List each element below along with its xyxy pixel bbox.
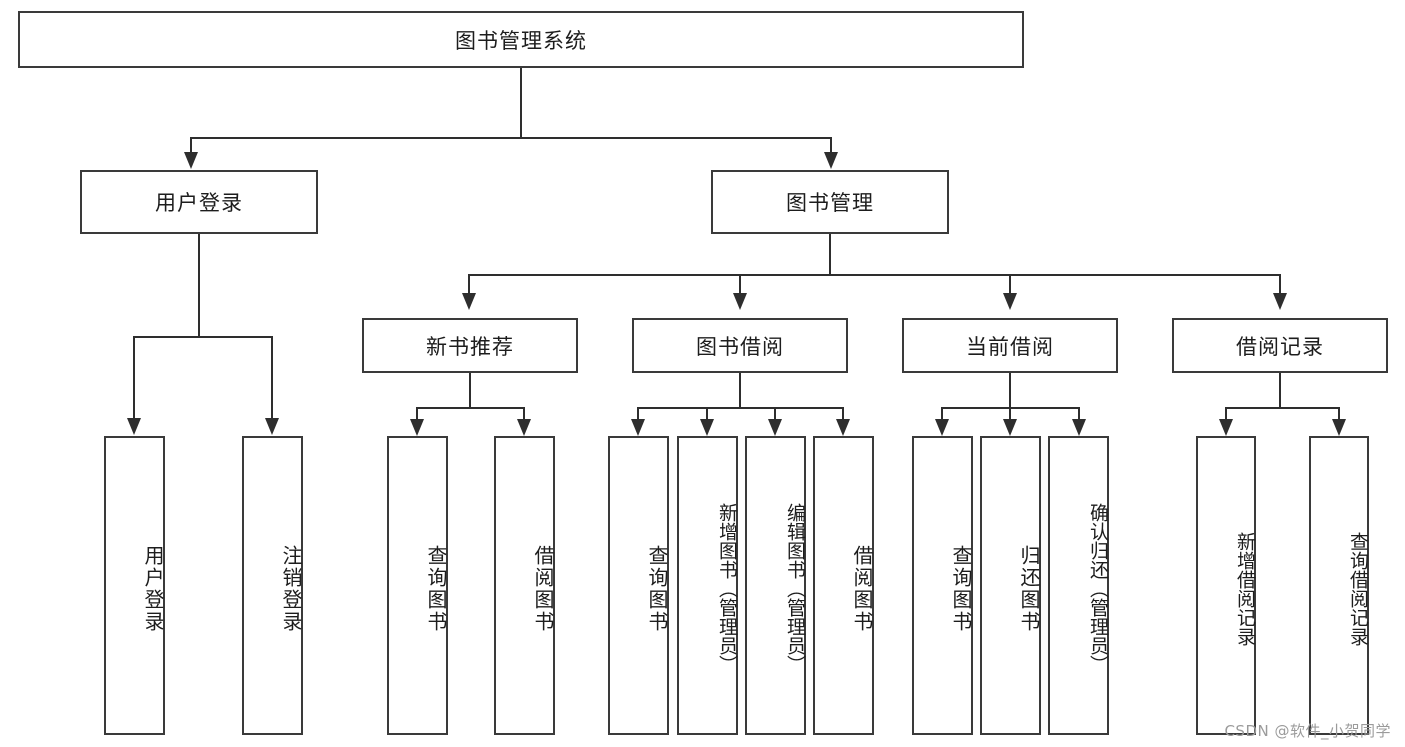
connector-book-borrow-to-leaf-2 xyxy=(706,407,708,421)
leaf-book-edit-admin[interactable]: 编辑图书（管理员） xyxy=(745,436,806,735)
leaf-logout[interactable]: 注销登录 xyxy=(242,436,303,735)
node-label: 编辑图书（管理员） xyxy=(784,503,806,674)
connector-current-borrow-to-leaf-2 xyxy=(1009,407,1011,421)
arrow-borrow-record-to-leaf-1 xyxy=(1219,419,1233,436)
node-label: 借阅图书 xyxy=(531,544,555,633)
node-label: 新增图书（管理员） xyxy=(716,503,738,674)
connector-root-to-book-management xyxy=(830,137,832,155)
arrow-book-borrow-to-leaf-2 xyxy=(700,419,714,436)
node-book-management[interactable]: 图书管理 xyxy=(711,170,949,234)
connector-bm-to-borrow-record xyxy=(1279,274,1281,295)
connector-book-borrow-bus xyxy=(637,407,843,409)
node-label: 图书管理 xyxy=(786,191,874,215)
arrow-new-book-to-leaf-1 xyxy=(410,419,424,436)
connector-bm-to-current-borrow xyxy=(1009,274,1011,295)
node-label: 借阅图书 xyxy=(850,544,874,633)
node-label: 查询借阅记录 xyxy=(1347,531,1369,646)
arrow-current-borrow-to-leaf-2 xyxy=(1003,419,1017,436)
connector-new-book-to-leaf-1 xyxy=(416,407,418,421)
connector-borrow-record-to-leaf-2 xyxy=(1338,407,1340,421)
leaf-query-borrow-record[interactable]: 查询借阅记录 xyxy=(1309,436,1369,735)
arrow-book-borrow-to-leaf-1 xyxy=(631,419,645,436)
connector-user-login-bus xyxy=(133,336,271,338)
connector-root-bus xyxy=(190,137,832,139)
connector-bm-to-new-book xyxy=(468,274,470,295)
node-label: 图书借阅 xyxy=(696,334,784,359)
node-label: 查询图书 xyxy=(645,544,669,633)
leaf-new-book-query[interactable]: 查询图书 xyxy=(387,436,448,735)
leaf-user-login[interactable]: 用户登录 xyxy=(104,436,165,735)
arrow-new-book-to-leaf-2 xyxy=(517,419,531,436)
arrow-root-to-book-management xyxy=(824,152,838,169)
connector-user-login-to-leaf-2 xyxy=(271,336,273,420)
connector-book-borrow-stem xyxy=(739,373,741,408)
connector-current-borrow-stem xyxy=(1009,373,1011,408)
leaf-book-add-admin[interactable]: 新增图书（管理员） xyxy=(677,436,738,735)
node-label: 确认归还（管理员） xyxy=(1087,503,1109,674)
connector-user-login-stem xyxy=(198,234,200,337)
node-new-book-recommend[interactable]: 新书推荐 xyxy=(362,318,578,373)
connector-new-book-to-leaf-2 xyxy=(523,407,525,421)
arrow-current-borrow-to-leaf-3 xyxy=(1072,419,1086,436)
connector-borrow-record-to-leaf-1 xyxy=(1225,407,1227,421)
node-label: 图书管理系统 xyxy=(455,28,587,53)
connector-book-borrow-to-leaf-4 xyxy=(842,407,844,421)
connector-user-login-to-leaf-1 xyxy=(133,336,135,420)
leaf-book-borrow-query[interactable]: 查询图书 xyxy=(608,436,669,735)
connector-book-borrow-to-leaf-1 xyxy=(637,407,639,421)
connector-bm-to-book-borrow xyxy=(739,274,741,295)
connector-new-book-stem xyxy=(469,373,471,408)
connector-book-management-stem xyxy=(829,234,831,275)
connector-current-borrow-to-leaf-1 xyxy=(941,407,943,421)
connector-book-management-bus xyxy=(468,274,1281,276)
arrow-bm-to-current-borrow xyxy=(1003,293,1017,310)
node-label: 借阅记录 xyxy=(1236,334,1324,359)
node-book-borrow[interactable]: 图书借阅 xyxy=(632,318,848,373)
node-root-book-management-system[interactable]: 图书管理系统 xyxy=(18,11,1024,68)
node-label: 新增借阅记录 xyxy=(1234,531,1256,646)
arrow-book-borrow-to-leaf-4 xyxy=(836,419,850,436)
connector-root-stem xyxy=(520,68,522,138)
connector-root-to-user-login xyxy=(190,137,192,155)
node-label: 注销登录 xyxy=(279,544,303,633)
leaf-book-borrow-action[interactable]: 借阅图书 xyxy=(813,436,874,735)
node-borrow-record[interactable]: 借阅记录 xyxy=(1172,318,1388,373)
arrow-bm-to-book-borrow xyxy=(733,293,747,310)
arrow-user-login-to-leaf-1 xyxy=(127,418,141,435)
leaf-add-borrow-record[interactable]: 新增借阅记录 xyxy=(1196,436,1256,735)
arrow-borrow-record-to-leaf-2 xyxy=(1332,419,1346,436)
node-label: 用户登录 xyxy=(141,544,165,633)
node-current-borrow[interactable]: 当前借阅 xyxy=(902,318,1118,373)
connector-book-borrow-to-leaf-3 xyxy=(774,407,776,421)
leaf-current-borrow-query[interactable]: 查询图书 xyxy=(912,436,973,735)
leaf-return-book[interactable]: 归还图书 xyxy=(980,436,1041,735)
connector-current-borrow-to-leaf-3 xyxy=(1078,407,1080,421)
node-label: 归还图书 xyxy=(1017,544,1041,633)
connector-new-book-bus xyxy=(416,407,524,409)
connector-borrow-record-stem xyxy=(1279,373,1281,408)
leaf-confirm-return-admin[interactable]: 确认归还（管理员） xyxy=(1048,436,1109,735)
node-label: 查询图书 xyxy=(424,544,448,633)
node-label: 查询图书 xyxy=(949,544,973,633)
watermark-text: CSDN @软件_小贺同学 xyxy=(1224,722,1391,740)
node-label: 当前借阅 xyxy=(966,334,1054,359)
arrow-current-borrow-to-leaf-1 xyxy=(935,419,949,436)
arrow-user-login-to-leaf-2 xyxy=(265,418,279,435)
arrow-root-to-user-login xyxy=(184,152,198,169)
node-label: 新书推荐 xyxy=(426,334,514,359)
arrow-book-borrow-to-leaf-3 xyxy=(768,419,782,436)
leaf-new-book-borrow[interactable]: 借阅图书 xyxy=(494,436,555,735)
connector-borrow-record-bus xyxy=(1225,407,1339,409)
node-label: 用户登录 xyxy=(155,191,243,215)
arrow-bm-to-new-book xyxy=(462,293,476,310)
node-user-login[interactable]: 用户登录 xyxy=(80,170,318,234)
arrow-bm-to-borrow-record xyxy=(1273,293,1287,310)
